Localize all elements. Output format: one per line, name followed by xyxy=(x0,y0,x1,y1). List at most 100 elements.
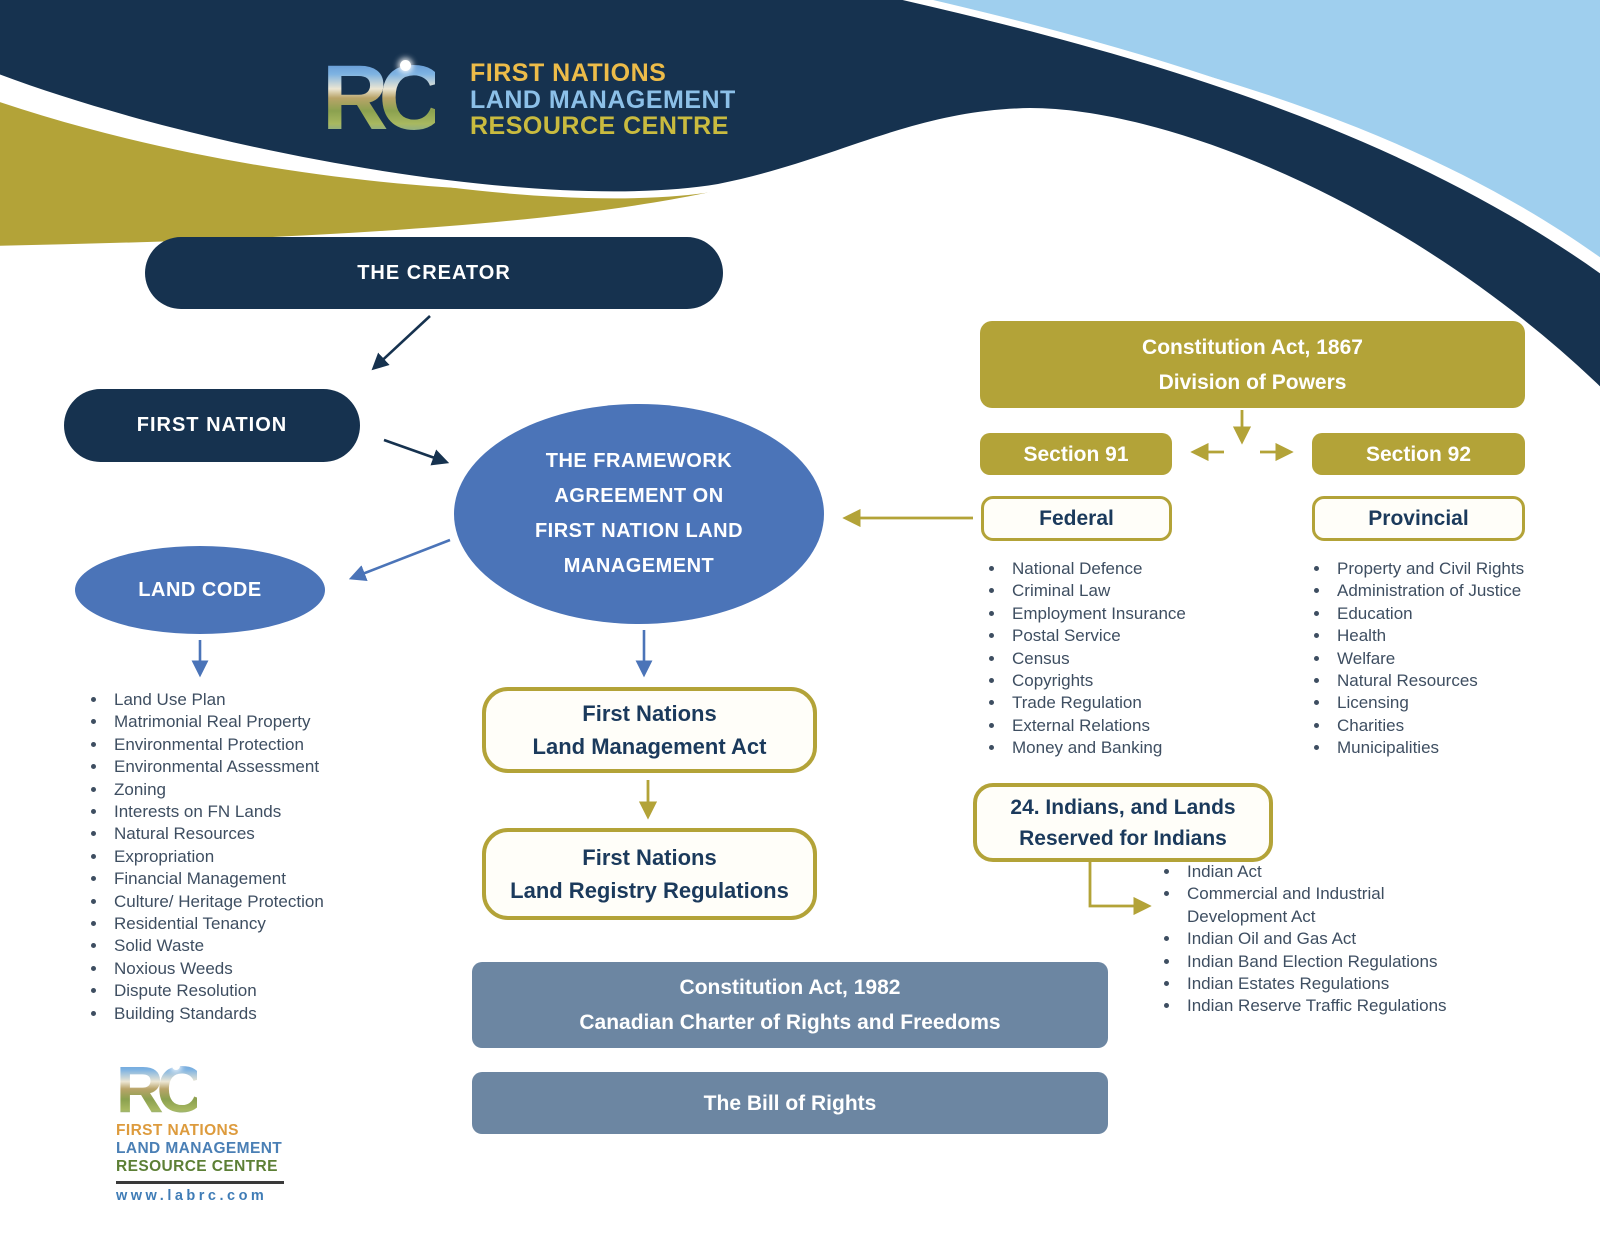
logo-line-first-nations: FIRST NATIONS xyxy=(470,59,667,87)
node-label-line: Division of Powers xyxy=(1158,370,1347,394)
node-constitution-act-1982: Constitution Act, 1982 Canadian Charter … xyxy=(472,962,1108,1048)
node-land-code: LAND CODE xyxy=(75,546,325,634)
footer-line-land-management: LAND MANAGEMENT xyxy=(116,1140,283,1157)
list-item: Noxious Weeds xyxy=(108,958,408,980)
list-item: Zoning xyxy=(108,779,408,801)
node-label: THE CREATOR xyxy=(357,261,511,284)
provincial-powers-list: Property and Civil RightsAdministration … xyxy=(1305,558,1600,760)
list-item: Expropriation xyxy=(108,846,408,868)
footer-logo: RC FIRST NATIONS LAND MANAGEMENT RESOURC… xyxy=(116,1056,346,1204)
node-section-92: Section 92 xyxy=(1312,433,1525,475)
list-item: Indian Reserve Traffic Regulations xyxy=(1181,995,1466,1017)
node-label: FIRST NATION xyxy=(136,414,288,436)
node-constitution-act-1867: Constitution Act, 1867 Division of Power… xyxy=(980,321,1525,408)
list-item: Indian Band Election Regulations xyxy=(1181,951,1466,973)
node-label-line: AGREEMENT ON xyxy=(554,485,724,507)
list-item: Environmental Assessment xyxy=(108,756,408,778)
list-item: Matrimonial Real Property xyxy=(108,711,408,733)
footer-line-resource-centre: RESOURCE CENTRE xyxy=(116,1158,278,1175)
node-label-line: First Nations xyxy=(582,701,717,726)
node-label-line: Constitution Act, 1867 xyxy=(1142,335,1363,359)
list-item: Indian Oil and Gas Act xyxy=(1181,928,1466,950)
list-item: Health xyxy=(1331,625,1600,647)
node-first-nation: FIRST NATION xyxy=(64,389,360,462)
list-item: Residential Tenancy xyxy=(108,913,408,935)
list-item: Licensing xyxy=(1331,692,1600,714)
list-item: Environmental Protection xyxy=(108,734,408,756)
list-item: Copyrights xyxy=(1006,670,1286,692)
footer-website-url: www.labrc.com xyxy=(116,1187,268,1204)
node-label-line: First Nations xyxy=(582,845,717,870)
node-label-line: FIRST NATION LAND xyxy=(534,520,744,542)
list-item: Natural Resources xyxy=(108,823,408,845)
arrow-creator-to-first-nation xyxy=(371,315,431,371)
list-item: Solid Waste xyxy=(108,935,408,957)
indian-legislation-list: Indian ActCommercial and Industrial Deve… xyxy=(1155,861,1466,1018)
node-label-line: Land Registry Regulations xyxy=(510,878,789,903)
federal-powers-list: National DefenceCriminal LawEmployment I… xyxy=(980,558,1286,760)
node-label: Provincial xyxy=(1368,507,1469,530)
list-item: Indian Act xyxy=(1181,861,1466,883)
node-indians-and-lands: 24. Indians, and Lands Reserved for Indi… xyxy=(973,783,1273,862)
node-bill-of-rights: The Bill of Rights xyxy=(472,1072,1108,1134)
node-label-line: Land Management Act xyxy=(532,734,767,759)
logo-line-resource-centre: RESOURCE CENTRE xyxy=(470,112,729,140)
list-item: Commercial and Industrial Development Ac… xyxy=(1181,883,1466,928)
list-item: Municipalities xyxy=(1331,737,1600,759)
top-logo: RC xyxy=(322,47,445,149)
list-item: Indian Estates Regulations xyxy=(1181,973,1466,995)
node-section-91: Section 91 xyxy=(980,433,1172,475)
list-item: Criminal Law xyxy=(1006,580,1286,602)
sun-icon xyxy=(400,60,411,71)
node-fn-land-management-act: First Nations Land Management Act xyxy=(482,687,817,773)
list-item: Interests on FN Lands xyxy=(108,801,408,823)
node-label-line: 24. Indians, and Lands xyxy=(1010,795,1236,819)
node-label: LAND CODE xyxy=(138,578,262,601)
list-item: Welfare xyxy=(1331,648,1600,670)
land-code-list: Land Use PlanMatrimonial Real PropertyEn… xyxy=(82,689,408,1025)
node-framework-agreement: THE FRAMEWORK AGREEMENT ON FIRST NATION … xyxy=(454,404,824,624)
node-federal: Federal xyxy=(981,496,1172,541)
list-item: Financial Management xyxy=(108,868,408,890)
node-fn-land-registry-regulations: First Nations Land Registry Regulations xyxy=(482,828,817,920)
list-item: External Relations xyxy=(1006,715,1286,737)
list-item: Education xyxy=(1331,603,1600,625)
list-item: Culture/ Heritage Protection xyxy=(108,891,408,913)
footer-divider xyxy=(116,1181,284,1184)
arrow-framework-to-land-code xyxy=(348,538,451,581)
node-label-line: MANAGEMENT xyxy=(563,555,715,577)
list-item: Money and Banking xyxy=(1006,737,1286,759)
node-provincial: Provincial xyxy=(1312,496,1525,541)
list-item: Postal Service xyxy=(1006,625,1286,647)
node-label: Federal xyxy=(1039,507,1114,530)
gold-wave-shape xyxy=(0,102,772,246)
list-item: Employment Insurance xyxy=(1006,603,1286,625)
node-label-line: Reserved for Indians xyxy=(1019,826,1227,850)
node-label: Section 91 xyxy=(1023,442,1129,466)
list-item: Trade Regulation xyxy=(1006,692,1286,714)
node-the-creator: THE CREATOR xyxy=(145,237,723,309)
sun-icon xyxy=(172,1062,180,1070)
top-logo-wordmark: FIRST NATIONS LAND MANAGEMENT RESOURCE C… xyxy=(470,60,736,140)
list-item: National Defence xyxy=(1006,558,1286,580)
arrow-indians-elbow xyxy=(1088,861,1152,916)
list-item: Property and Civil Rights xyxy=(1331,558,1600,580)
list-item: Natural Resources xyxy=(1331,670,1600,692)
arrow-first-nation-to-framework xyxy=(383,438,450,466)
logo-rc-monogram: RC xyxy=(322,47,445,149)
list-item: Administration of Justice xyxy=(1331,580,1600,602)
list-item: Building Standards xyxy=(108,1003,408,1025)
logo-line-land-management: LAND MANAGEMENT xyxy=(470,85,736,114)
logo-rc-monogram: RC xyxy=(116,1052,204,1126)
node-label: The Bill of Rights xyxy=(703,1091,877,1115)
navy-wave-shape xyxy=(0,0,1600,387)
list-item: Land Use Plan xyxy=(108,689,408,711)
list-item: Census xyxy=(1006,648,1286,670)
list-item: Dispute Resolution xyxy=(108,980,408,1002)
sky-blue-shape xyxy=(849,0,1600,258)
list-item: Charities xyxy=(1331,715,1600,737)
node-label: Section 92 xyxy=(1365,442,1472,466)
node-label-line: Canadian Charter of Rights and Freedoms xyxy=(579,1011,1001,1034)
